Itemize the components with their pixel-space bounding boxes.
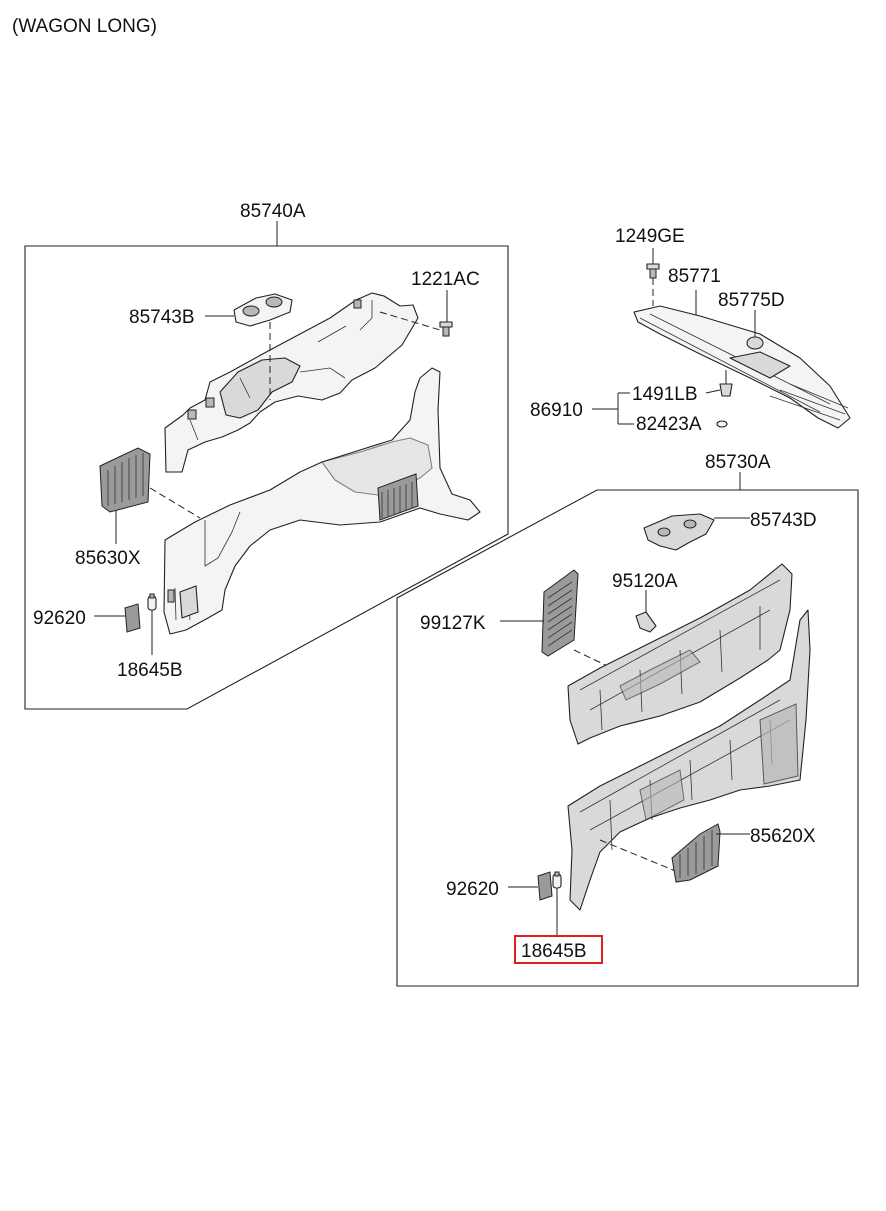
label-1491LB[interactable]: 1491LB [632, 384, 698, 405]
label-85743D[interactable]: 85743D [750, 510, 817, 531]
label-85620X[interactable]: 85620X [750, 826, 816, 847]
part-85743B [233, 293, 293, 327]
label-92620-right[interactable]: 92620 [446, 879, 499, 900]
part-1221AC [439, 321, 453, 337]
label-1249GE[interactable]: 1249GE [615, 226, 685, 247]
upper-quarter-trim [164, 292, 419, 473]
label-85740A[interactable]: 85740A [240, 201, 306, 222]
label-1221AC[interactable]: 1221AC [411, 269, 480, 290]
label-86910[interactable]: 86910 [530, 400, 583, 421]
lower-quarter-trim [163, 367, 481, 635]
label-95120A[interactable]: 95120A [612, 571, 678, 592]
part-85620X [671, 823, 721, 883]
part-18645B-right [552, 871, 562, 889]
bracket-86910 [592, 392, 634, 425]
label-18645B-left[interactable]: 18645B [117, 660, 183, 681]
group-85730A: 85730A 85743D 95120A 99127K [396, 452, 859, 987]
label-85775D[interactable]: 85775D [718, 290, 785, 311]
part-85743D [643, 513, 715, 551]
part-92620-right [537, 871, 553, 901]
clip [187, 409, 197, 420]
part-95120A [635, 611, 657, 633]
group-85740A: 85740A 85743B [24, 201, 509, 710]
label-92620-left[interactable]: 92620 [33, 608, 86, 629]
part-99127K [541, 569, 579, 657]
label-18645B-right[interactable]: 18645B [521, 941, 587, 962]
part-85771 [633, 305, 851, 429]
clip [353, 299, 362, 309]
part-92620-left [124, 603, 141, 633]
label-85743B[interactable]: 85743B [129, 307, 195, 328]
part-85630X [99, 447, 151, 513]
label-85630X[interactable]: 85630X [75, 548, 141, 569]
rear-trim-upper [567, 563, 793, 745]
part-85775D [746, 336, 764, 350]
label-85730A[interactable]: 85730A [705, 452, 771, 473]
label-82423A[interactable]: 82423A [636, 414, 702, 435]
group-sill-plate: 1249GE 85771 85775D 1491LB 82423A [530, 226, 851, 435]
diagram-title: (WAGON LONG) [12, 16, 157, 37]
part-18645B-left [147, 593, 157, 611]
highlight-box-18645B [514, 935, 603, 964]
group-85730A-frame [396, 489, 859, 987]
rear-trim-lower [567, 609, 811, 911]
group-85740A-frame [24, 245, 509, 710]
clip [205, 397, 215, 408]
label-85771[interactable]: 85771 [668, 266, 721, 287]
part-1249GE [646, 263, 660, 279]
part-82423A [716, 420, 728, 428]
part-1491LB [719, 383, 733, 397]
label-99127K[interactable]: 99127K [420, 613, 486, 634]
